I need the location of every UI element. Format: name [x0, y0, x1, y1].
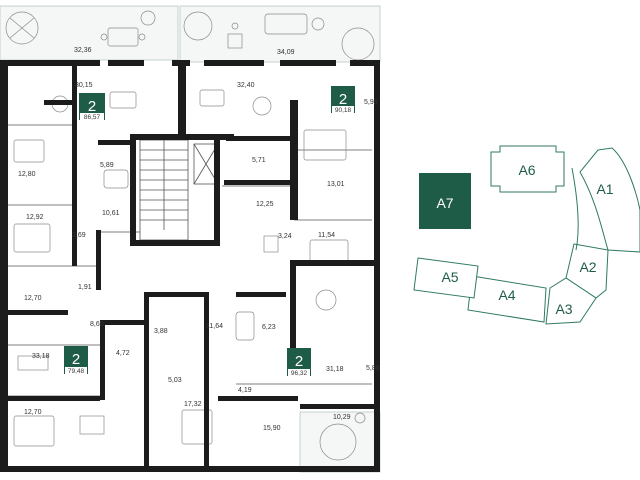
- walls: [0, 60, 380, 472]
- room-area: 17,32: [184, 401, 202, 408]
- interior-furniture: [13, 89, 349, 447]
- room-area: 5,03: [168, 377, 182, 384]
- room-area: 8,60: [90, 321, 104, 328]
- room-area: 11,54: [318, 232, 335, 239]
- terrace-furniture: [5, 10, 375, 461]
- key-section-a6[interactable]: A6: [490, 145, 565, 193]
- room-area: 1,91: [78, 284, 92, 291]
- room-area: 4,19: [238, 387, 252, 394]
- room-area: 12,25: [256, 201, 274, 208]
- room-area: 3,24: [278, 233, 292, 240]
- room-area: 6,23: [262, 324, 276, 331]
- key-plan: A7 A6 A1 A2 A3 A4 A5: [413, 145, 640, 325]
- room-area: 5,99: [364, 99, 378, 106]
- room-area: 32,40: [237, 82, 255, 89]
- top-terrace-left: [0, 5, 179, 61]
- key-section-a1[interactable]: A1: [579, 147, 640, 253]
- key-section-label: A7: [436, 195, 453, 211]
- room-area: 5,80: [366, 365, 380, 372]
- apartment-rooms: 2: [295, 353, 303, 370]
- key-section-label: A3: [555, 301, 572, 317]
- key-section-a3[interactable]: A3: [545, 277, 597, 325]
- apartment-area: 79,48: [68, 368, 85, 375]
- room-area: 5,71: [252, 157, 266, 164]
- apartment-badge[interactable]: 2 86,57: [79, 93, 105, 121]
- stair-core: [139, 139, 219, 241]
- room-area: 2,69: [72, 232, 86, 239]
- key-section-label: A2: [579, 259, 596, 275]
- apartment-rooms: 2: [72, 351, 80, 368]
- key-section-a7[interactable]: A7: [419, 173, 471, 229]
- apartment-badge[interactable]: 2 79,48: [64, 346, 88, 375]
- room-area: 11,64: [206, 323, 223, 330]
- apartment-area: 96,32: [291, 370, 308, 377]
- room-area: 12,92: [26, 214, 44, 221]
- room-area: 33,18: [32, 353, 50, 360]
- key-section-label: A6: [518, 162, 535, 178]
- room-area: 3,88: [154, 328, 168, 335]
- key-section-label: A5: [441, 269, 458, 285]
- apartment-area: 90,18: [335, 107, 352, 114]
- room-area: 10,61: [102, 210, 120, 217]
- key-section-a4[interactable]: A4: [467, 275, 547, 323]
- key-section-label: A4: [498, 287, 515, 303]
- key-section-a5[interactable]: A5: [413, 257, 479, 299]
- room-area: 4,72: [116, 350, 130, 357]
- apartment-rooms: 2: [88, 98, 96, 115]
- bottom-terrace: [299, 411, 381, 473]
- apartment-badge[interactable]: 2 96,32: [287, 348, 311, 377]
- key-section-label: A1: [596, 181, 613, 197]
- room-area: 32,36: [74, 47, 92, 54]
- room-area: 15,90: [263, 425, 281, 432]
- room-area: 30,15: [75, 82, 93, 89]
- room-area: 31,18: [326, 366, 344, 373]
- room-area: 12,70: [24, 295, 42, 302]
- room-area: 12,70: [24, 409, 42, 416]
- room-area: 13,01: [327, 181, 345, 188]
- room-labels: 32,36 34,09 30,15 32,40 5,99 5,89 5,71 1…: [18, 47, 380, 432]
- room-area: 10,29: [333, 414, 351, 421]
- room-area: 12,80: [18, 171, 36, 178]
- apartment-rooms: 2: [339, 91, 347, 108]
- apartment-area: 86,57: [84, 114, 101, 121]
- apartment-badge[interactable]: 2 90,18: [331, 86, 355, 114]
- room-area: 5,89: [100, 162, 114, 169]
- room-area: 34,09: [277, 49, 295, 56]
